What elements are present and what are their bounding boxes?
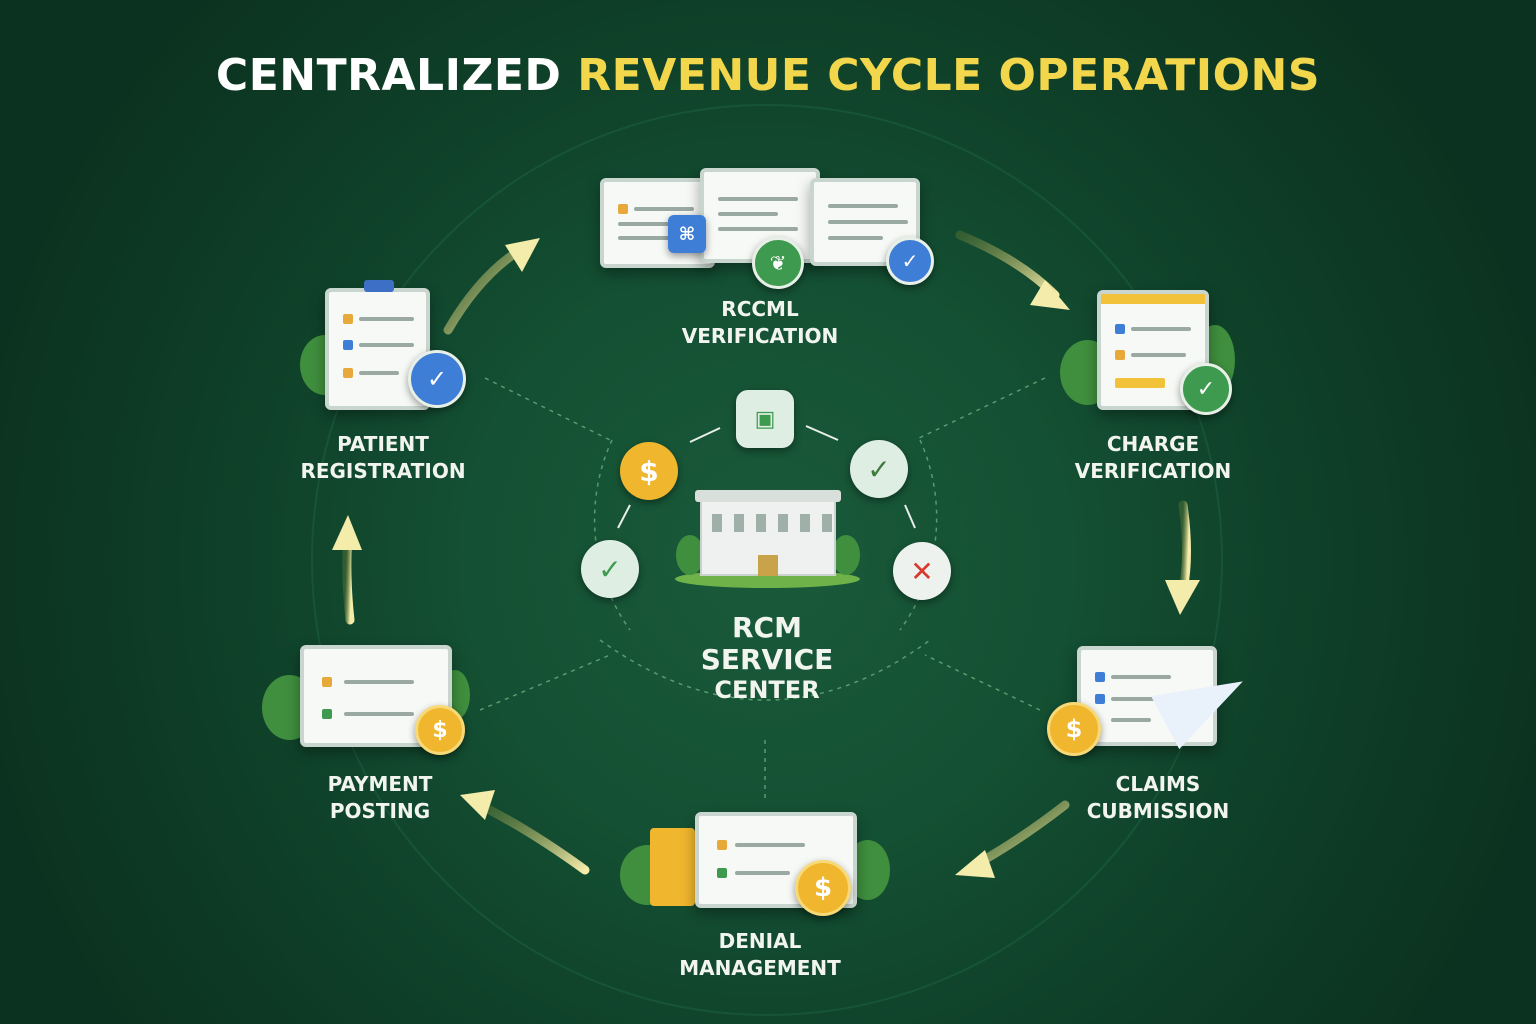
outer-ring <box>311 104 1223 1016</box>
check-badge-icon: ✓ <box>408 350 466 408</box>
document-card <box>810 178 920 266</box>
dollar-coin-icon: $ <box>795 860 851 916</box>
page-title: CENTRALIZED REVENUE CYCLE OPERATIONS <box>215 50 1321 101</box>
leaf-icon: ❦ <box>752 237 804 289</box>
cross-icon: ✕ <box>893 542 951 600</box>
check-icon: ✓ <box>850 440 908 498</box>
dollar-coin-icon: $ <box>1047 702 1101 756</box>
center-title: RCM SERVICE CENTER <box>700 611 834 705</box>
check-icon: ✓ <box>581 540 639 598</box>
inner-ring-left <box>593 439 631 631</box>
check-badge-icon: ✓ <box>1180 363 1232 415</box>
folder-icon <box>650 828 695 906</box>
hub-arrows <box>617 425 916 529</box>
dollar-coin-icon: $ <box>415 705 465 755</box>
spoke-lines <box>479 377 1046 800</box>
arrow-heads <box>332 238 1200 878</box>
image-document-icon: ▣ <box>736 390 794 448</box>
dollar-icon: $ <box>620 442 678 500</box>
check-badge-icon: ✓ <box>886 237 934 285</box>
inner-ring-right <box>899 439 938 631</box>
network-icon: ⌘ <box>668 215 706 253</box>
